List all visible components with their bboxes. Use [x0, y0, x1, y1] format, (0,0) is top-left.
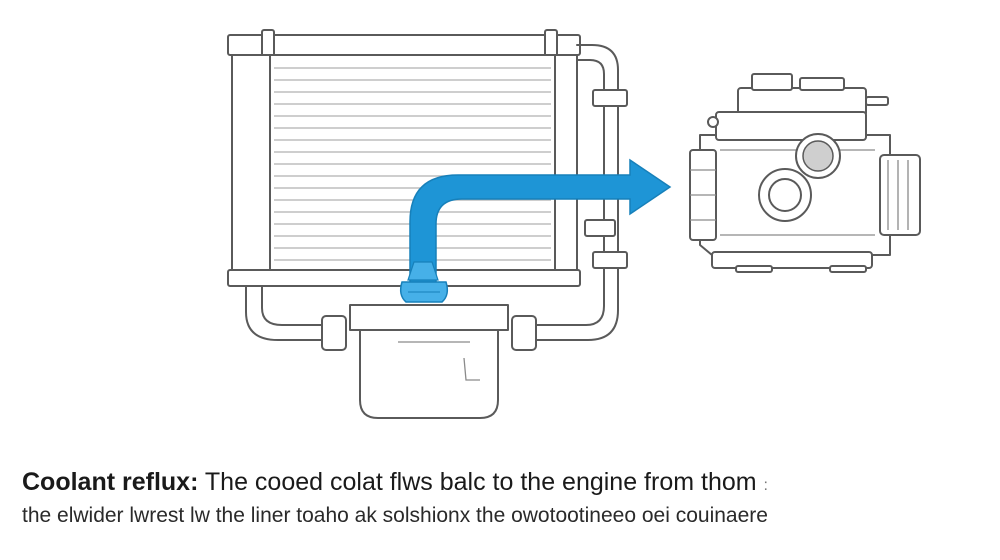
- caption-line-1: Coolant reflux: The cooed colat flws bal…: [22, 466, 982, 502]
- coolant-flow-diagram: [227, 29, 921, 419]
- caption-line-2: the elwider lwrest lw the liner toaho ak…: [22, 504, 768, 527]
- arrow-right-icon: [399, 158, 672, 303]
- coolant-reservoir-icon: [321, 304, 537, 419]
- diagram-caption: Coolant reflux: The cooed colat flws bal…: [22, 466, 982, 530]
- caption-text: The cooed colat flws balc to the engine …: [198, 468, 757, 496]
- caption-trailing-mark: :: [763, 477, 768, 494]
- engine-block-icon: [689, 73, 921, 273]
- caption-label: Coolant reflux:: [22, 468, 199, 496]
